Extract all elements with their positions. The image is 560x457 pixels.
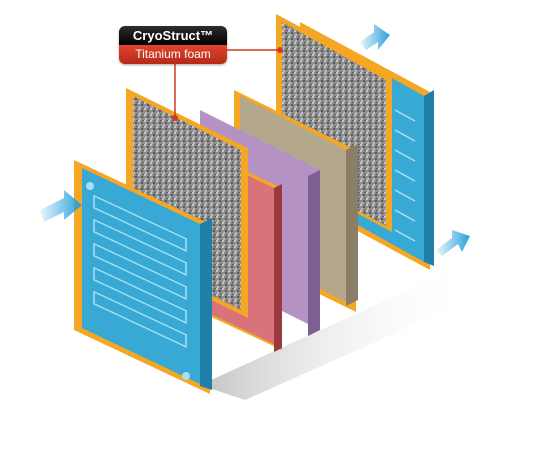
floor-shadow	[200, 262, 470, 400]
flow-in-arrow-icon	[360, 24, 390, 50]
flow-in-arrow-icon	[40, 190, 82, 222]
front-flow-plate	[74, 160, 212, 394]
flow-out-arrow-icon	[436, 230, 470, 256]
callout-dot-back	[277, 47, 283, 53]
material-callout: CryoStruct™ Titanium foam	[119, 26, 227, 64]
callout-brand: CryoStruct™	[119, 26, 227, 45]
callout-material: Titanium foam	[119, 45, 227, 64]
callout-dot-front	[172, 115, 178, 121]
